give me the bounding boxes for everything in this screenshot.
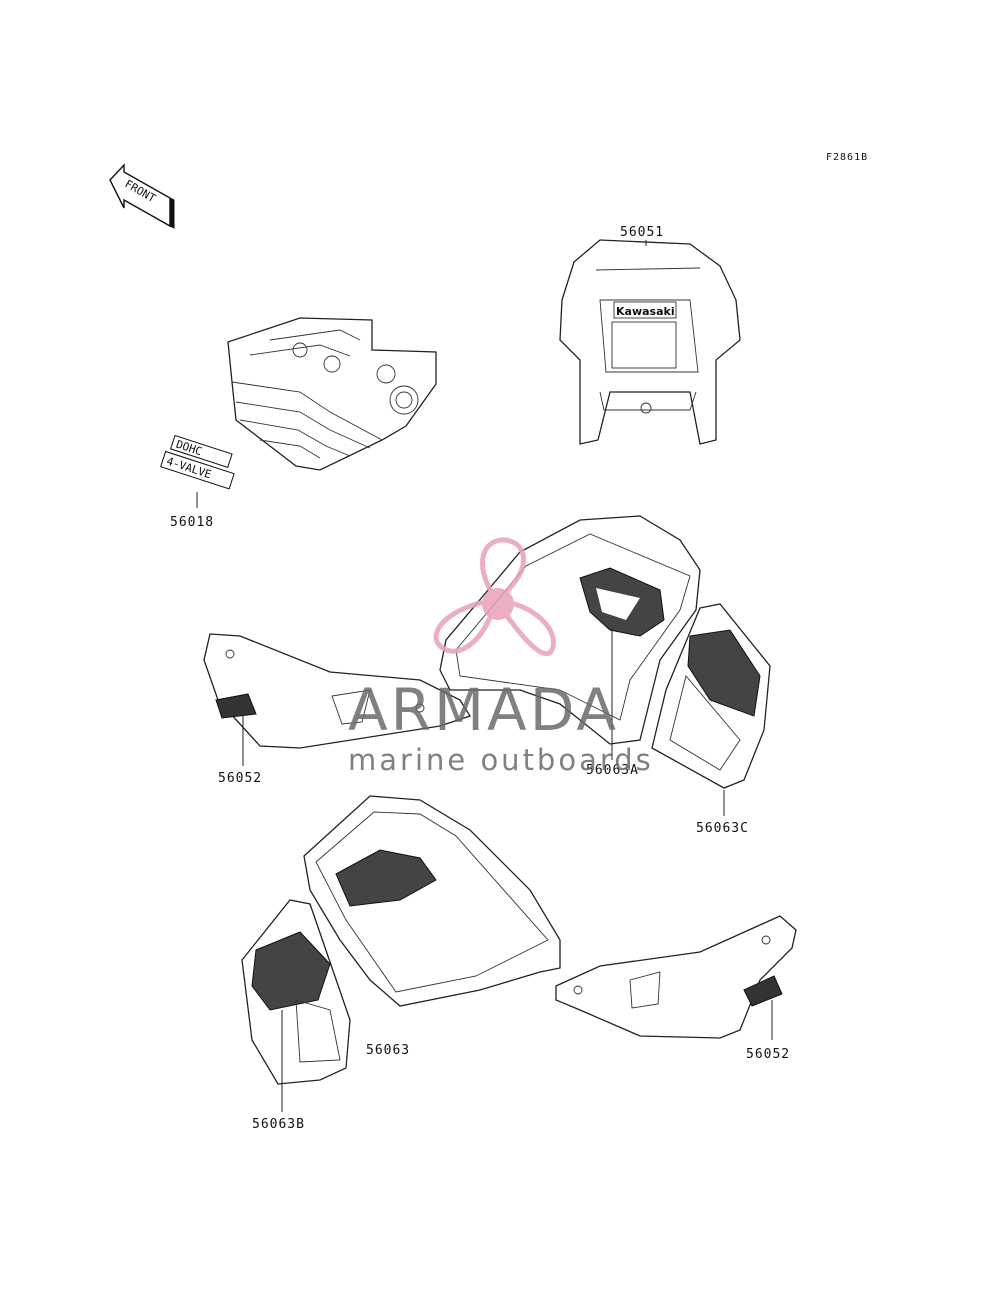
watermark-subtitle: marine outboards [348,743,654,777]
tank-shroud-upper [439,515,701,745]
propeller-logo-icon [433,537,556,657]
callout-56063A: 56063A [586,763,639,778]
figure-id: F2861B [826,152,868,163]
front-arrow: FRONT [109,163,175,229]
callout-56063C: 56063C [696,821,749,836]
side-cover-right [555,915,797,1039]
front-fairing: Kawasaki [559,239,741,445]
callout-56063: 56063 [366,1043,410,1058]
fairing-brand: Kawasaki [616,305,675,318]
engine-head-illustration [227,317,437,471]
side-cover-left [203,633,471,749]
callout-56052-left: 56052 [218,771,262,786]
callout-56018: 56018 [170,515,214,530]
dohc-decal: DOHC 4-VALVE [160,434,235,490]
tank-shroud-lower [303,795,561,1007]
callout-56051: 56051 [620,225,664,240]
callout-56052-right: 56052 [746,1047,790,1062]
watermark: ARMADA marine outboards [348,537,654,777]
shroud-panel-right [651,603,771,789]
shroud-panel-left [241,899,351,1085]
callout-56063B: 56063B [252,1117,305,1132]
watermark-title: ARMADA [348,676,619,744]
